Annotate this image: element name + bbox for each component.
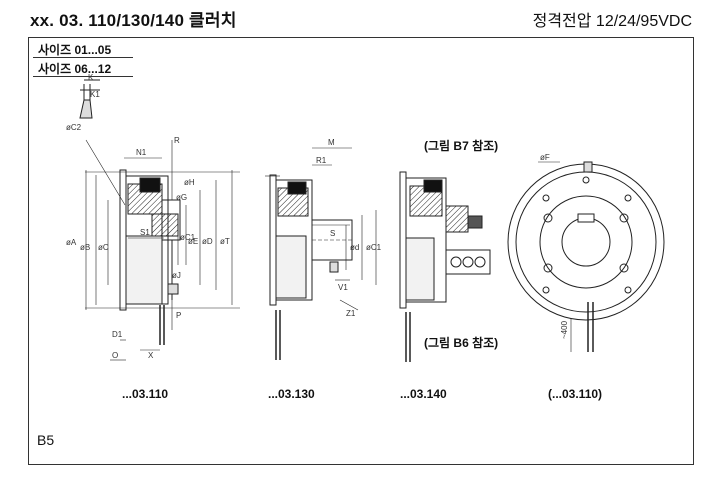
dim-label: øH xyxy=(184,178,195,187)
dim-label: K xyxy=(88,73,94,82)
dim-label: øC1 xyxy=(180,233,196,242)
caption-110: ...03.110 xyxy=(122,387,169,401)
figure-reference-b7: (그림 B7 참조) xyxy=(424,139,499,153)
dim-label: øT xyxy=(220,237,230,246)
page-title: xx. 03. 110/130/140 클러치 xyxy=(30,11,237,30)
dim-label: ~400 xyxy=(560,320,569,339)
dim-label: K1 xyxy=(90,90,100,99)
dim-label: N1 xyxy=(136,148,147,157)
dim-label: øJ xyxy=(172,271,181,280)
dim-label: øC1 xyxy=(366,243,382,252)
drawing-frame xyxy=(28,37,694,465)
page-code: B5 xyxy=(37,432,55,448)
dim-label: X xyxy=(148,351,154,360)
dim-label: S1 xyxy=(140,228,150,237)
dim-label: P xyxy=(176,311,181,320)
caption-110-front: (...03.110) xyxy=(548,387,603,401)
dim-label: øC2 xyxy=(66,123,82,132)
figure-reference-b6: (그림 B6 참조) xyxy=(424,336,499,350)
dim-label: M xyxy=(328,138,335,147)
size-label-small: 사이즈 01...05 xyxy=(38,43,112,57)
size-divider xyxy=(33,76,133,77)
dim-label: V1 xyxy=(338,283,348,292)
dim-label: R xyxy=(174,136,180,145)
dim-label: Z1 xyxy=(346,309,356,318)
voltage-rating: 정격전압 12/24/95VDC xyxy=(532,13,692,30)
clutch-drawing-110 xyxy=(79,79,240,361)
dim-label: øF xyxy=(540,153,550,162)
dim-label: øE xyxy=(188,237,198,246)
dim-label: øB xyxy=(80,243,90,252)
size-label-large: 사이즈 06...12 xyxy=(38,62,112,76)
caption-140: ...03.140 xyxy=(400,387,447,401)
dim-label: ød xyxy=(350,243,359,252)
dim-label: øC xyxy=(98,243,109,252)
clutch-drawing-140 xyxy=(399,171,491,362)
dim-label: øG xyxy=(176,193,187,202)
dim-label: S xyxy=(330,229,335,238)
size-divider xyxy=(33,57,133,58)
dim-label: øA xyxy=(66,238,77,247)
caption-130: ...03.130 xyxy=(268,387,315,401)
clutch-drawing-130 xyxy=(265,147,377,360)
dim-label: D1 xyxy=(112,330,123,339)
clutch-front-view xyxy=(507,161,665,352)
dim-label: O xyxy=(112,351,118,360)
dim-label: R1 xyxy=(316,156,327,165)
dim-label: øD xyxy=(202,237,213,246)
